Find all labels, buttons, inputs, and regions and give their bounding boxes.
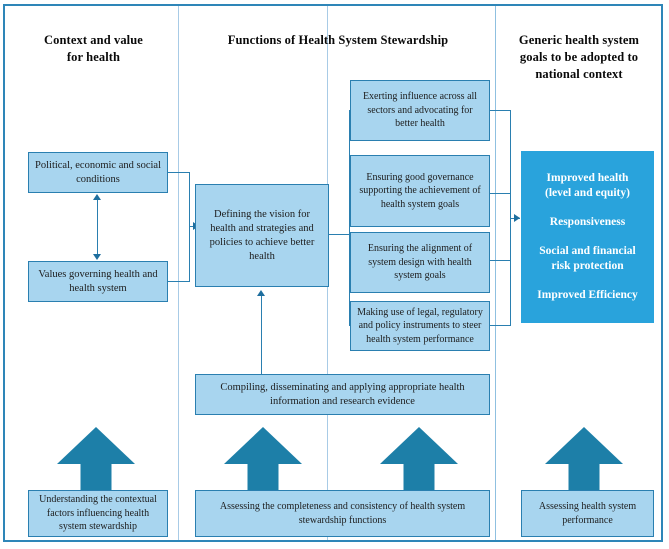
big-arrow-functions-right (380, 427, 458, 494)
connector-political-values (97, 200, 99, 254)
box-assessing-completeness-consistency[interactable]: Assessing the completeness and consisten… (195, 490, 490, 537)
diagram-frame: Context and value for health Functions o… (3, 4, 663, 542)
big-arrow-functions-left (224, 427, 302, 494)
column-title-functions: Functions of Health System Stewardship (227, 33, 449, 47)
box-ensuring-good-governance[interactable]: Ensuring good governance supporting the … (350, 155, 490, 227)
big-arrow-context (57, 427, 135, 494)
box-political-economic-social-conditions[interactable]: Political, economic and social condition… (28, 152, 168, 193)
column-title-goals: Generic health system goals to be adopte… (518, 33, 640, 81)
connector-instruments-out (490, 325, 511, 327)
connector-political-out (168, 172, 190, 174)
goal-item-improved-efficiency: Improved Efficiency (537, 289, 638, 301)
arrow-up-information-to-vision (257, 290, 265, 296)
goal-item-risk-protection: Social and financial risk protection (539, 245, 636, 272)
goal-item-improved-health: Improved health (level and equity) (545, 172, 630, 199)
connector-alignment-out (490, 260, 511, 262)
column-divider-1 (178, 6, 179, 540)
connector-information-to-vision (261, 296, 263, 374)
connector-values-out (168, 281, 190, 283)
box-generic-health-system-goals[interactable]: Improved health (level and equity) Respo… (521, 151, 654, 323)
box-understanding-contextual-factors[interactable]: Understanding the contextual factors inf… (28, 490, 168, 537)
big-arrow-goals (545, 427, 623, 494)
connector-vision-bracket (349, 110, 351, 326)
box-making-use-legal-instruments[interactable]: Making use of legal, regulatory and poli… (350, 301, 490, 351)
box-defining-vision[interactable]: Defining the vision for health and strat… (195, 184, 329, 287)
box-ensuring-alignment[interactable]: Ensuring the alignment of system design … (350, 232, 490, 293)
connector-influence-out (490, 110, 511, 112)
column-divider-2 (495, 6, 496, 540)
connector-vision-out (329, 234, 350, 236)
box-assessing-health-system-performance[interactable]: Assessing health system performance (521, 490, 654, 537)
arrow-down-political-to-values (93, 254, 101, 260)
connector-governance-out (490, 193, 511, 195)
arrow-right-to-goals (514, 214, 520, 222)
goal-item-responsiveness: Responsiveness (549, 216, 626, 228)
arrow-up-values-to-political (93, 194, 101, 200)
box-exerting-influence[interactable]: Exerting influence across all sectors an… (350, 80, 490, 141)
box-compiling-disseminating-information[interactable]: Compiling, disseminating and applying ap… (195, 374, 490, 415)
box-values-governing-health[interactable]: Values governing health and health syste… (28, 261, 168, 302)
column-title-context: Context and value for health (44, 33, 143, 64)
